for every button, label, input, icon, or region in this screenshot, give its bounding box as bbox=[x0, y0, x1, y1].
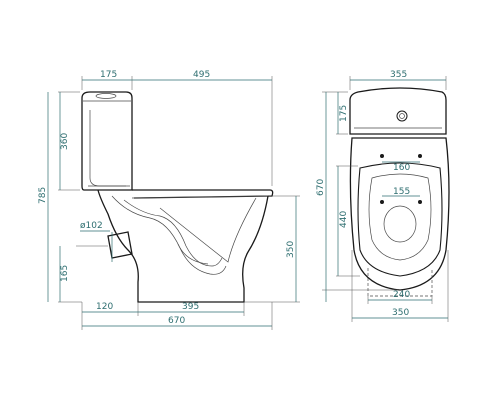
bowl-top-outline bbox=[349, 137, 450, 291]
dim-mounting-holes: 160 bbox=[393, 163, 410, 173]
bowl-top-inner bbox=[368, 173, 432, 261]
mount-hole-right bbox=[418, 154, 422, 158]
dim-outlet-height: 165 bbox=[60, 265, 70, 282]
outlet-pipe bbox=[107, 231, 133, 259]
dim-base-width: 240 bbox=[393, 290, 410, 300]
dim-bowl-width: 350 bbox=[392, 308, 409, 318]
dim-outlet-offset: 120 bbox=[96, 302, 113, 312]
dim-base-length: 395 bbox=[182, 302, 199, 312]
dim-seat-length: 440 bbox=[339, 211, 349, 228]
dim-seat-holes: 155 bbox=[393, 187, 410, 197]
bowl-drain bbox=[383, 205, 417, 243]
tank-top-outline bbox=[349, 87, 447, 135]
flush-button-inner bbox=[399, 113, 405, 119]
dim-bowl-depth-top: 495 bbox=[193, 70, 210, 80]
top-view: 355 175 670 440 160 155 240 350 bbox=[316, 70, 450, 322]
dim-tank-depth: 175 bbox=[100, 70, 117, 80]
side-view: 175 495 360 785 165 ø102 350 120 395 670 bbox=[38, 70, 300, 330]
dim-bowl-height: 350 bbox=[286, 241, 296, 258]
dim-outlet-diameter: ø102 bbox=[80, 221, 103, 231]
tank-outline bbox=[81, 91, 133, 191]
dim-tank-depth-top: 175 bbox=[339, 105, 349, 122]
flush-button-top bbox=[396, 110, 408, 122]
mount-hole-left bbox=[380, 154, 384, 158]
seat-top-outline bbox=[357, 162, 443, 277]
tank-inner-line bbox=[89, 110, 126, 187]
flush-button bbox=[95, 93, 117, 99]
bowl-exterior bbox=[97, 189, 269, 303]
trap-channel-inner bbox=[123, 199, 223, 267]
seat-hole-left bbox=[380, 200, 384, 204]
bowl-waterline bbox=[177, 243, 209, 265]
dim-tank-width: 355 bbox=[390, 70, 407, 80]
dim-total-length-top: 670 bbox=[316, 179, 326, 196]
dim-total-height: 785 bbox=[38, 187, 48, 204]
bowl-interior bbox=[159, 197, 257, 263]
dim-tank-height: 360 bbox=[60, 133, 70, 150]
seat-hole-right bbox=[418, 200, 422, 204]
dim-total-length: 670 bbox=[168, 316, 185, 326]
seat-underline bbox=[131, 195, 269, 199]
base-footprint bbox=[367, 268, 433, 297]
